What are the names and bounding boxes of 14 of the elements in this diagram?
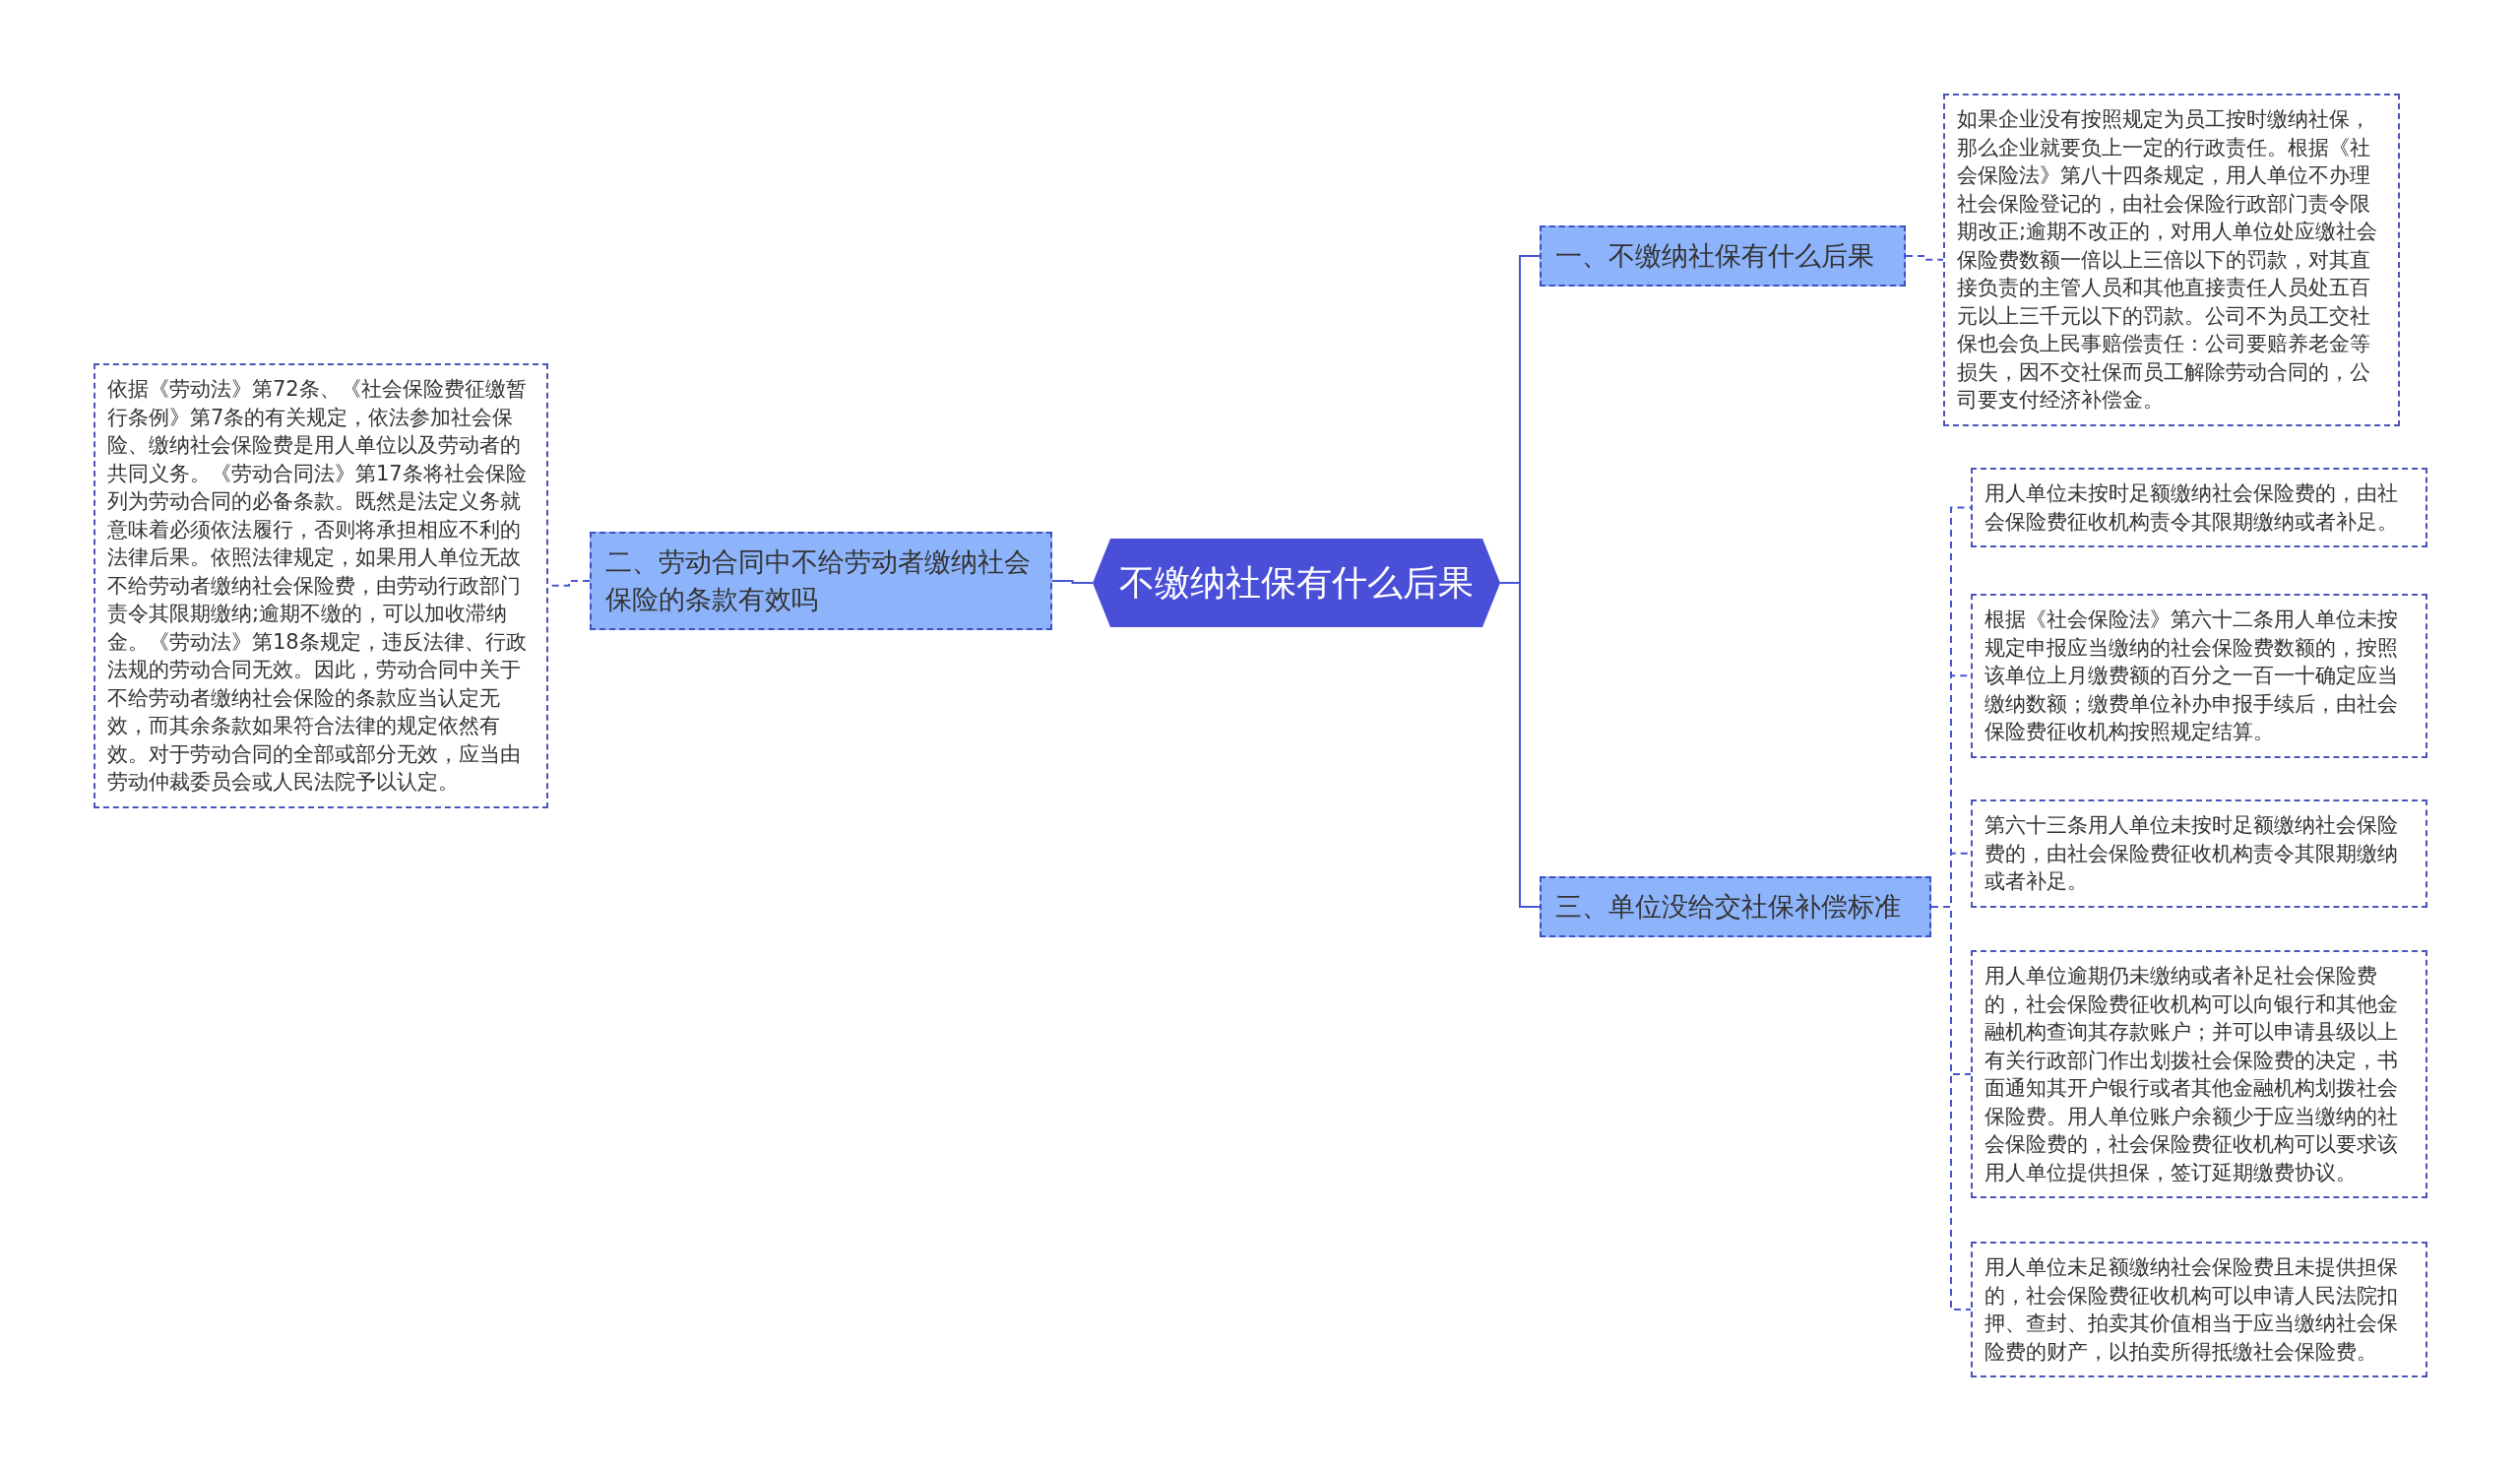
topic-box: 一、不缴纳社保有什么后果	[1540, 225, 1906, 287]
connector-line	[1905, 255, 1944, 261]
central-topic-hexagon: 不缴纳社保有什么后果	[1093, 539, 1500, 627]
note-box: 依据《劳动法》第72条、《社会保险费征缴暂行条例》第7条的有关规定，依法参加社会保险、缴纳社会保险费是用人单位以及劳动者的共同义务。《劳动合同法》第17条将社会保险列为劳动合同的必备条款。既然是法定义务就意味着必须依法履行，否则将承担相应不利的法律后果。依照法律规定，如果用人单位无故不给劳动者缴纳社会保险费，由劳动行政部门责令其限期缴纳;逾期不缴的，可以加收滞纳金。《劳动法》第18条规定，违反法律、行政法规的劳动合同无效。因此，劳动合同中关于不给劳动者缴纳社会保险的条款应当认定无效，而其余条款如果符合法律的规定依然有效。对于劳动合同的全部或部分无效，应当由劳动仲裁委员会或人民法院予以认定。	[94, 363, 548, 808]
topic-box: 二、劳动合同中不给劳动者缴纳社会保险的条款有效吗	[590, 532, 1052, 630]
note-box: 用人单位逾期仍未缴纳或者补足社会保险费的，社会保险费征收机构可以向银行和其他金融机构查询其存款账户；并可以申请县级以上有关行政部门作出划拨社会保险费的决定，书面通知其开户银行或者其他金融机构划拨社会保险费。用人单位账户余额少于应当缴纳的社会保险费的，社会保险费征收机构可以要求该用人单位提供担保，签订延期缴费协议。	[1971, 950, 2427, 1198]
note-box: 用人单位未按时足额缴纳社会保险费的，由社会保险费征收机构责令其限期缴纳或者补足。	[1971, 468, 2427, 547]
connector-line	[1051, 580, 1094, 584]
note-box: 根据《社会保险法》第六十二条用人单位未按规定申报应当缴纳的社会保险费数额的，按照该单位上月缴费额的百分之一百一十确定应当缴纳数额；缴费单位补办申报手续后，由社会保险费征收机构按照规定结算。	[1971, 594, 2427, 758]
note-box: 如果企业没有按照规定为员工按时缴纳社保，那么企业就要负上一定的行政责任。根据《社会保险法》第八十四条规定，用人单位不办理社会保险登记的，由社会保险行政部门责令限期改正;逾期不改正的，对用人单位处应缴社会保险费数额一倍以上三倍以下的罚款，对其直接负责的主管人员和其他直接责任人员处五百元以上三千元以下的罚款。公司不为员工交社保也会负上民事赔偿责任：公司要赔养老金等损失，因不交社保而员工解除劳动合同的，公司要支付经济补偿金。	[1943, 94, 2400, 426]
topic-box: 三、单位没给交社保补偿标准	[1540, 876, 1931, 937]
note-box: 用人单位未足额缴纳社会保险费且未提供担保的，社会保险费征收机构可以申请人民法院扣押、查封、拍卖其价值相当于应当缴纳社会保险费的财产，以拍卖所得抵缴社会保险费。	[1971, 1242, 2427, 1377]
connector-line	[1499, 582, 1541, 908]
note-box: 第六十三条用人单位未按时足额缴纳社会保险费的，由社会保险费征收机构责令其限期缴纳或者补足。	[1971, 799, 2427, 908]
